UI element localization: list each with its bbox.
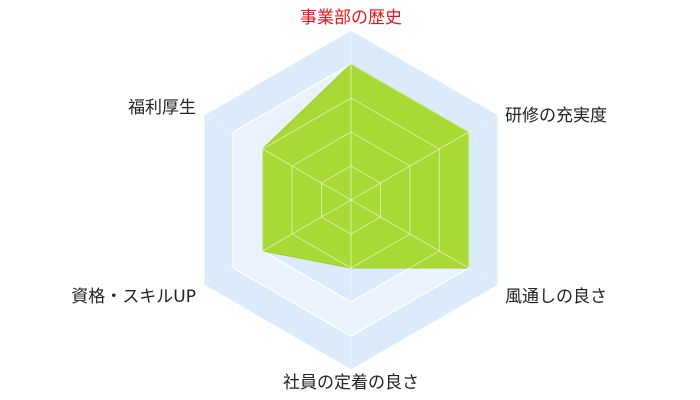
axis-label-2: 研修の充実度 xyxy=(505,106,607,126)
axis-label-4: 社員の定着の良さ xyxy=(283,373,419,393)
axis-label-6: 福利厚生 xyxy=(128,98,196,118)
radar-spoke-overlay-3 xyxy=(350,199,499,286)
radar-spoke-overlay-6 xyxy=(203,114,352,201)
radar-spoke-overlay-2 xyxy=(350,114,499,201)
radar-spoke-overlay-5 xyxy=(203,199,352,286)
radar-series xyxy=(203,29,499,371)
axis-label-1: 事業部の歴史 xyxy=(300,8,402,28)
axis-label-3: 風通しの良さ xyxy=(505,287,607,307)
axis-label-5: 資格・スキルUP xyxy=(71,287,196,307)
